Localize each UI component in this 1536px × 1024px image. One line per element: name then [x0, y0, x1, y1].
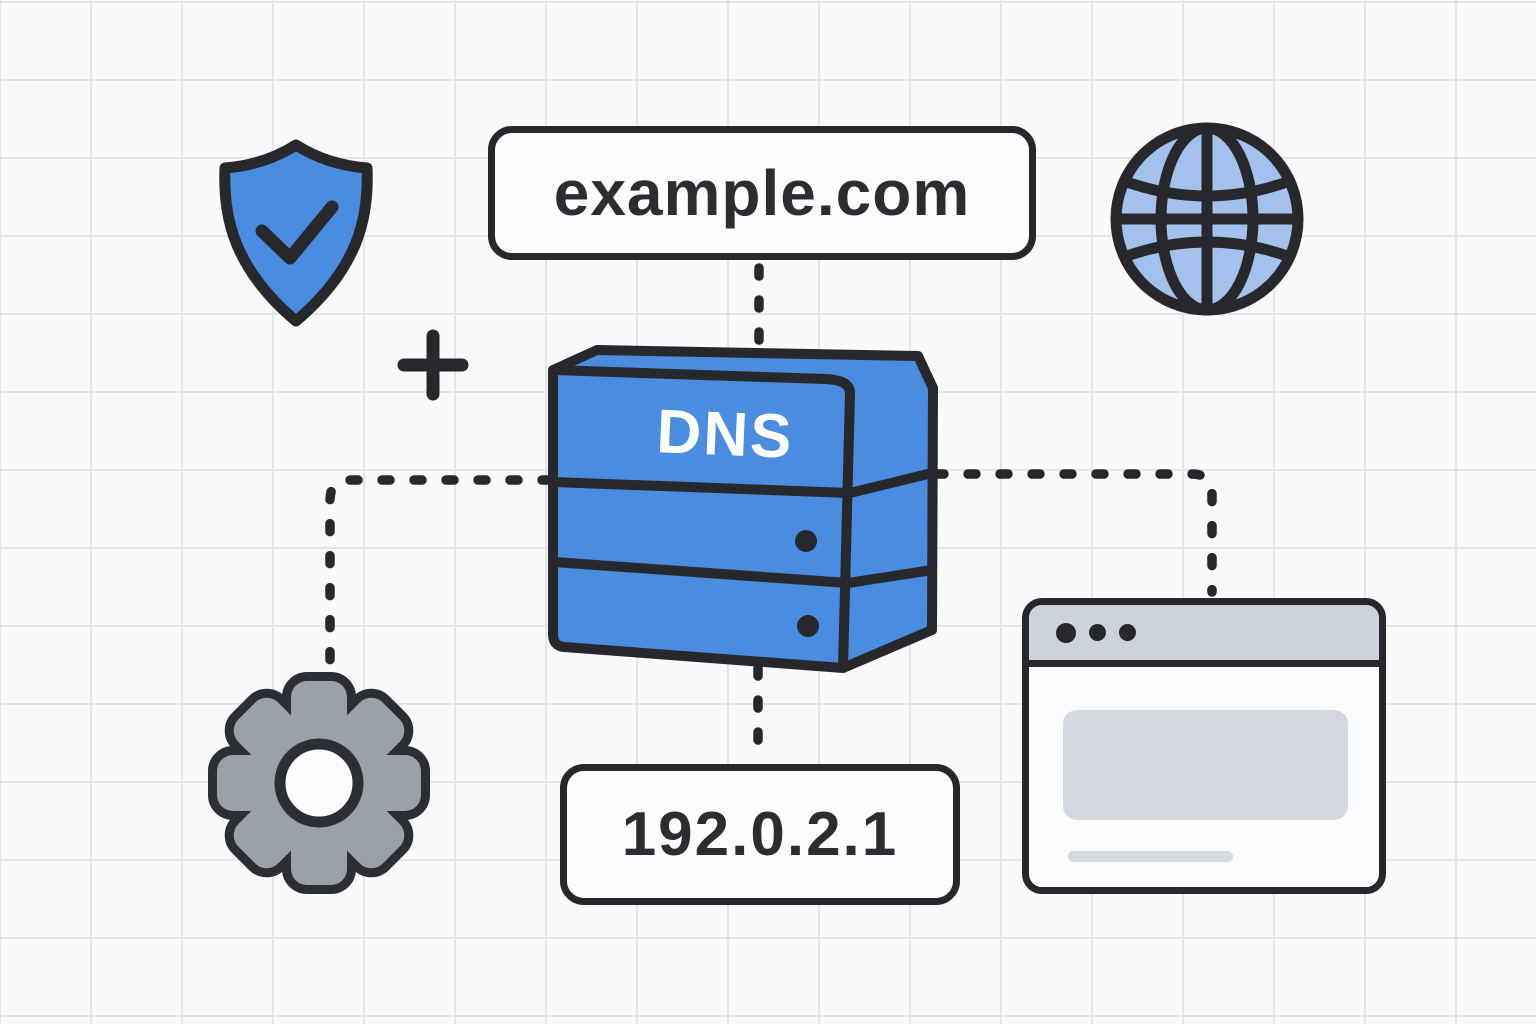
plus-icon	[397, 329, 469, 401]
server-led	[797, 615, 819, 637]
shield-check-icon	[219, 139, 373, 327]
ip-address-box: 192.0.2.1	[560, 764, 960, 905]
server-led	[795, 530, 817, 552]
dns-server-icon	[548, 345, 938, 673]
connector-server-to-browser	[931, 469, 1217, 597]
browser-content-placeholder	[1063, 710, 1348, 820]
gear-icon	[208, 672, 430, 894]
globe-icon	[1110, 122, 1304, 316]
browser-text-placeholder	[1068, 851, 1233, 862]
domain-name-label: example.com	[553, 157, 971, 229]
window-control-dot	[1056, 622, 1076, 643]
browser-window-icon	[1022, 598, 1386, 894]
browser-titlebar	[1029, 605, 1379, 667]
domain-name-box: example.com	[488, 126, 1036, 260]
ip-address-label: 192.0.2.1	[621, 800, 899, 869]
dns-server-label: DNS	[655, 396, 795, 472]
connector-server-to-gear	[325, 475, 555, 667]
window-control-dot	[1089, 624, 1106, 641]
window-control-dot	[1119, 624, 1136, 641]
